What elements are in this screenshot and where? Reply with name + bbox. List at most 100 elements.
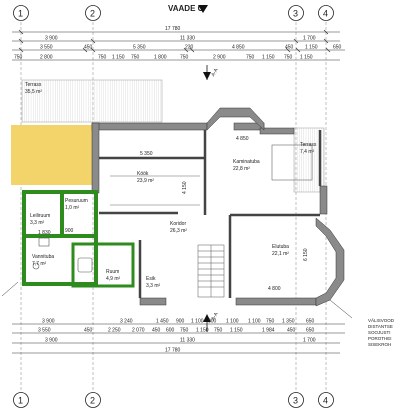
dim-bottom: 2 250 (108, 328, 121, 334)
dim-bottom: 1 100 (248, 319, 261, 325)
dim-bottom: 1 100 (226, 319, 239, 325)
dim-top: 1 150 (300, 55, 313, 61)
dim-bottom: 1 700 (303, 338, 316, 344)
dim-bottom: 750 (266, 319, 275, 325)
room-name: Vannituba (32, 254, 54, 260)
dim-top: 1 150 (112, 55, 125, 61)
bottom-dimension-lines (12, 323, 345, 354)
view-title: VAADE C (168, 4, 204, 13)
axis-markers-bottom: 1 2 3 4 (13, 392, 334, 408)
dim-bottom: 900 (176, 319, 185, 325)
interior-walls (99, 130, 322, 298)
note-line: POROTHEI (368, 336, 392, 341)
dim-top: 230 (185, 45, 194, 51)
dim-top: 750 (284, 55, 293, 61)
room-area: 1,0 m² (65, 205, 80, 211)
dim-interior: 1 830 (38, 230, 51, 236)
dim-top: 3 900 (45, 36, 58, 42)
dim-bottom: 1 984 (262, 328, 275, 334)
axis-label: 4 (323, 9, 328, 19)
dim-bottom: 450 (84, 328, 93, 334)
room-name: Leiliruum (30, 213, 50, 219)
dim-top: 4 850 (232, 45, 245, 51)
axis-label: 4 (323, 396, 328, 406)
dim-top: 750 (246, 55, 255, 61)
dim-interior: 6 150 (303, 248, 309, 261)
dim-top: 1 800 (154, 55, 167, 61)
terrace-top (21, 79, 163, 123)
dim-bottom: 450 (287, 328, 296, 334)
room-area: 7,4 m² (300, 149, 315, 155)
dim-top: 5 350 (133, 45, 146, 51)
dim-interior: 900 (65, 228, 74, 234)
dim-top: 1 150 (262, 55, 275, 61)
view-direction-icon (198, 5, 208, 13)
dim-bottom: 3 550 (38, 328, 51, 334)
room-name: Kaminatuba (233, 159, 260, 165)
note-line: VÄLISVOOD (368, 317, 395, 323)
sauna-walls (22, 190, 98, 286)
room-area: 7,7 m² (32, 261, 47, 267)
room-area: 22,8 m² (233, 166, 250, 172)
section-arrow-icon (203, 72, 211, 80)
dim-top: 750 (14, 55, 23, 61)
dim-bottom: 11 330 (180, 338, 195, 344)
dim-bottom: 650 (306, 328, 315, 334)
room-area: 26,3 m² (170, 228, 187, 234)
dim-top: 1 150 (305, 45, 318, 51)
room-name: Pesuruum (65, 198, 88, 204)
room-area: 23,9 m² (137, 178, 154, 184)
dim-bottom: 3 900 (42, 319, 55, 325)
room-name: Elutuba (272, 244, 289, 250)
dim-bottom: 3 900 (45, 338, 58, 344)
top-dimension-lines (12, 29, 345, 61)
dim-bottom: 1 150 (196, 328, 209, 334)
dim-interior: 4 150 (182, 181, 188, 194)
room-name: Terrass (25, 82, 42, 88)
dim-bottom: 1 350 (282, 319, 295, 325)
dim-bottom: 750 (180, 328, 189, 334)
dim-top: 11 330 (180, 36, 195, 42)
dim-interior: 4 800 (268, 286, 281, 292)
room-area: 3,3 m² (30, 220, 45, 226)
dim-bottom: 1 100 (191, 319, 204, 325)
room-name: Koridor (170, 221, 186, 227)
axis-label: 1 (18, 9, 23, 19)
dim-top: 750 (98, 55, 107, 61)
dim-top: 750 (180, 55, 189, 61)
dim-overall-top: 17 780 (165, 26, 181, 32)
dim-bottom: 600 (166, 328, 175, 334)
axis-label: 2 (90, 396, 95, 406)
note-line: SISEKROH (368, 342, 391, 347)
dim-top: 1 700 (303, 36, 316, 42)
axis-label: 3 (293, 396, 298, 406)
room-name: Köök (137, 171, 149, 177)
dim-interior: 4 850 (236, 136, 249, 142)
axis-label: 3 (293, 9, 298, 19)
wall-note: VÄLISVOOD DISTANTSE SOOJUSTI POROTHEI SI… (329, 299, 395, 347)
axis-label: 2 (90, 9, 95, 19)
dim-top: 750 (131, 55, 140, 61)
bay-window-top (206, 107, 265, 131)
dim-bottom: 900 (208, 319, 217, 325)
room-area: 3,3 m² (146, 283, 161, 289)
dim-top: 650 (333, 45, 342, 51)
bay-window-right (315, 217, 345, 307)
room-area: 4,9 m² (106, 276, 121, 282)
axis-label: 1 (18, 396, 23, 406)
note-line: SOOJUSTI (368, 330, 391, 335)
dim-bottom: 450 (152, 328, 161, 334)
section-label: A-A (210, 311, 220, 322)
room-name: Ruum (106, 269, 119, 275)
dim-bottom: 1 450 (156, 319, 169, 325)
dim-bottom: 3 240 (120, 319, 133, 325)
room-area: 22,1 m² (272, 251, 289, 257)
dim-top: 2 900 (213, 55, 226, 61)
dim-top: 450 (285, 45, 294, 51)
axis-markers-top: 1 2 3 4 (13, 5, 334, 21)
section-arrow-icon (203, 314, 211, 322)
dim-top: 3 550 (40, 45, 53, 51)
dim-overall-bottom: 17 780 (165, 348, 181, 354)
note-line: DISTANTSE (368, 324, 393, 329)
